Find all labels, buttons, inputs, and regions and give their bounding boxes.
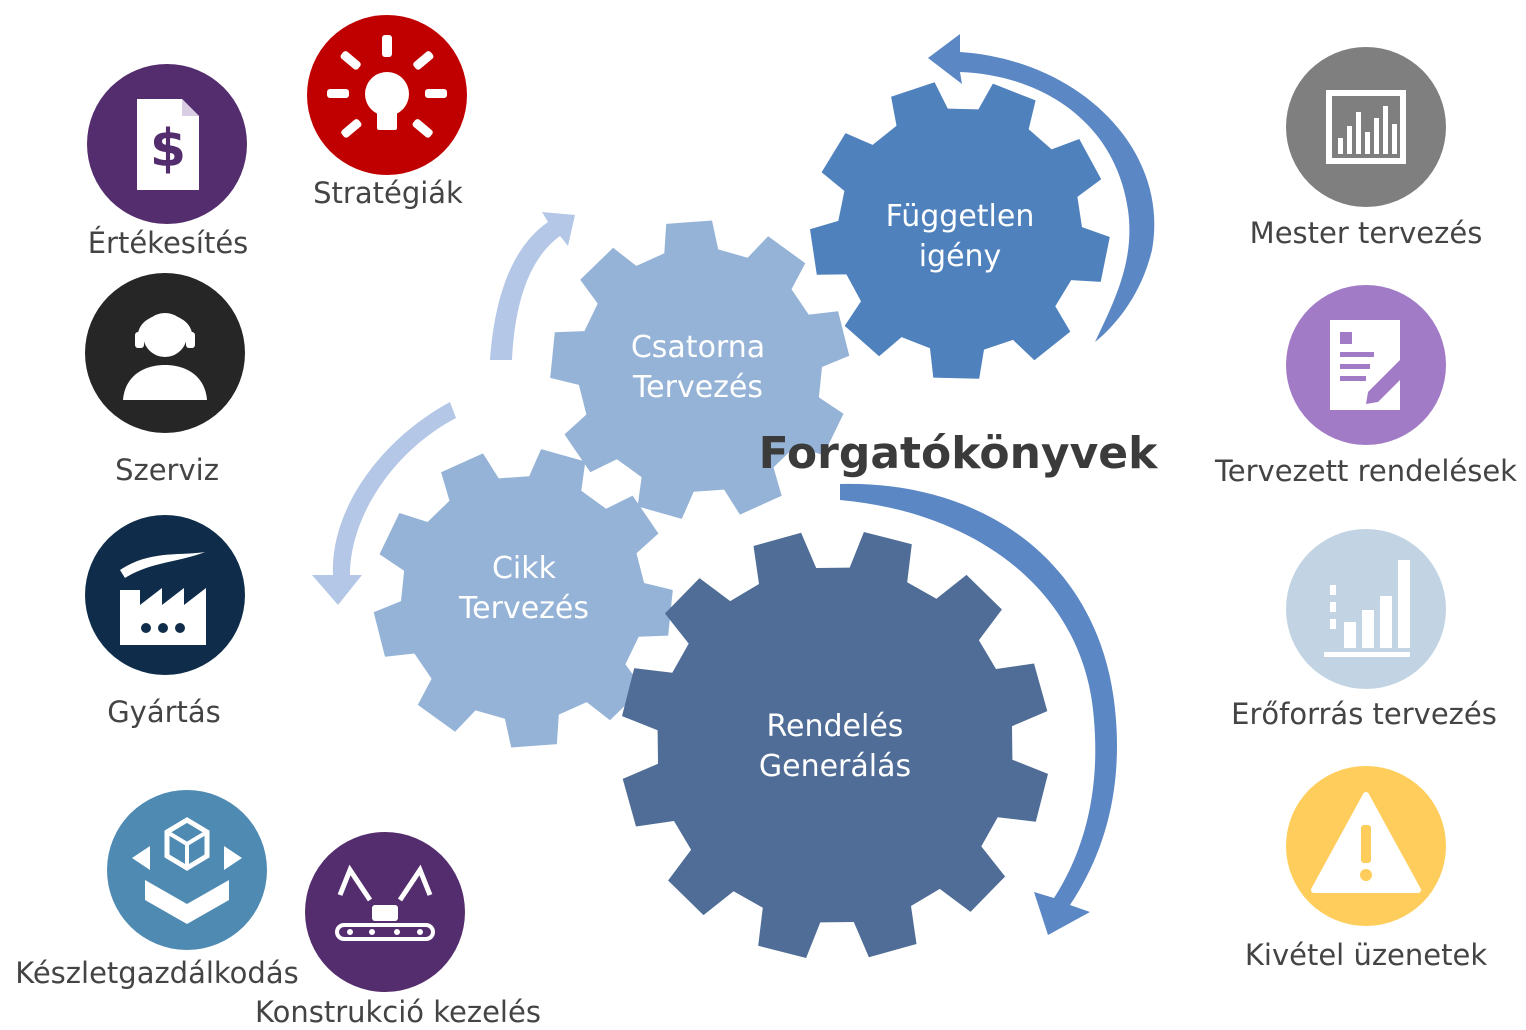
gear-csatorna-label-1: Csatorna: [631, 330, 765, 365]
headset-user-icon: [123, 313, 207, 400]
szerviz-label: Szerviz: [115, 453, 219, 487]
item-gyartas: Gyártás: [85, 515, 245, 729]
gear-csatorna-label-2: Tervezés: [632, 370, 763, 405]
gyartas-circle: [85, 515, 245, 675]
item-szerviz: Szerviz: [85, 273, 245, 487]
gear-cikk-label-1: Cikk: [492, 551, 557, 586]
item-eroforras-tervezes: Erőforrás tervezés: [1231, 529, 1497, 731]
item-konstrukcio-kezeles: Konstrukció kezelés: [255, 832, 541, 1029]
gear-csatorna-tervezes: [550, 220, 850, 519]
gear-group: [373, 82, 1110, 958]
eroforras-tervezes-circle: [1286, 529, 1446, 689]
item-kivetel-uzenetek: Kivétel üzenetek: [1245, 766, 1487, 972]
item-ertekesites: $ Értékesítés: [87, 64, 248, 260]
item-mester-tervezes: Mester tervezés: [1250, 47, 1483, 250]
center-title: Forgatókönyvek: [759, 428, 1159, 479]
gear-cikk-tervezes: [373, 449, 673, 748]
strategiak-label: Stratégiák: [313, 176, 463, 210]
svg-text:$: $: [150, 119, 186, 179]
gear-rendeles-label-1: Rendelés: [767, 709, 904, 744]
arrow-rendeles-cycle: [840, 483, 1117, 935]
gear-rendeles-label-2: Generálás: [759, 749, 911, 784]
keszletgazdalkodas-label: Készletgazdálkodás: [15, 956, 298, 990]
dollar-document-icon: $: [137, 99, 199, 190]
cycle-arrows: [312, 34, 1155, 935]
eroforras-tervezes-label: Erőforrás tervezés: [1231, 697, 1497, 731]
item-strategiak: Stratégiák: [307, 15, 467, 210]
gear-fuggetlen-label-2: igény: [919, 239, 1002, 274]
column-chart-icon: [1324, 560, 1410, 657]
arrow-csatorna-to-fuggetlen: [490, 212, 575, 360]
mester-tervezes-label: Mester tervezés: [1250, 216, 1483, 250]
gyartas-label: Gyártás: [107, 695, 221, 729]
robot-assembly-icon: [335, 864, 435, 941]
gear-cikk-label-2: Tervezés: [458, 591, 589, 626]
tervezett-rendelesek-label: Tervezett rendelések: [1214, 454, 1517, 488]
inventory-box-icon: [132, 817, 242, 924]
arrow-fuggetlen-cycle: [928, 34, 1155, 342]
lightbulb-icon: [327, 35, 447, 138]
ertekesites-label: Értékesítés: [88, 226, 249, 260]
warning-icon: [1311, 792, 1421, 893]
document-edit-icon: [1330, 320, 1410, 410]
gear-fuggetlen-label-1: Független: [886, 199, 1035, 234]
item-tervezett-rendelesek: Tervezett rendelések: [1214, 285, 1517, 488]
gear-rendeles-generalas: [622, 532, 1048, 958]
kivetel-uzenetek-label: Kivétel üzenetek: [1245, 938, 1487, 972]
arrow-csatorna-to-cikk: [312, 402, 456, 605]
konstrukcio-label: Konstrukció kezelés: [255, 995, 541, 1029]
bar-chart-icon: [1326, 90, 1406, 164]
factory-icon: [120, 552, 206, 645]
gear-fuggetlen-igeny: [810, 82, 1110, 379]
gear-labels: Független igény Csatorna Tervezés Cikk T…: [458, 199, 1034, 784]
item-keszletgazdalkodas: Készletgazdálkodás: [15, 790, 299, 990]
